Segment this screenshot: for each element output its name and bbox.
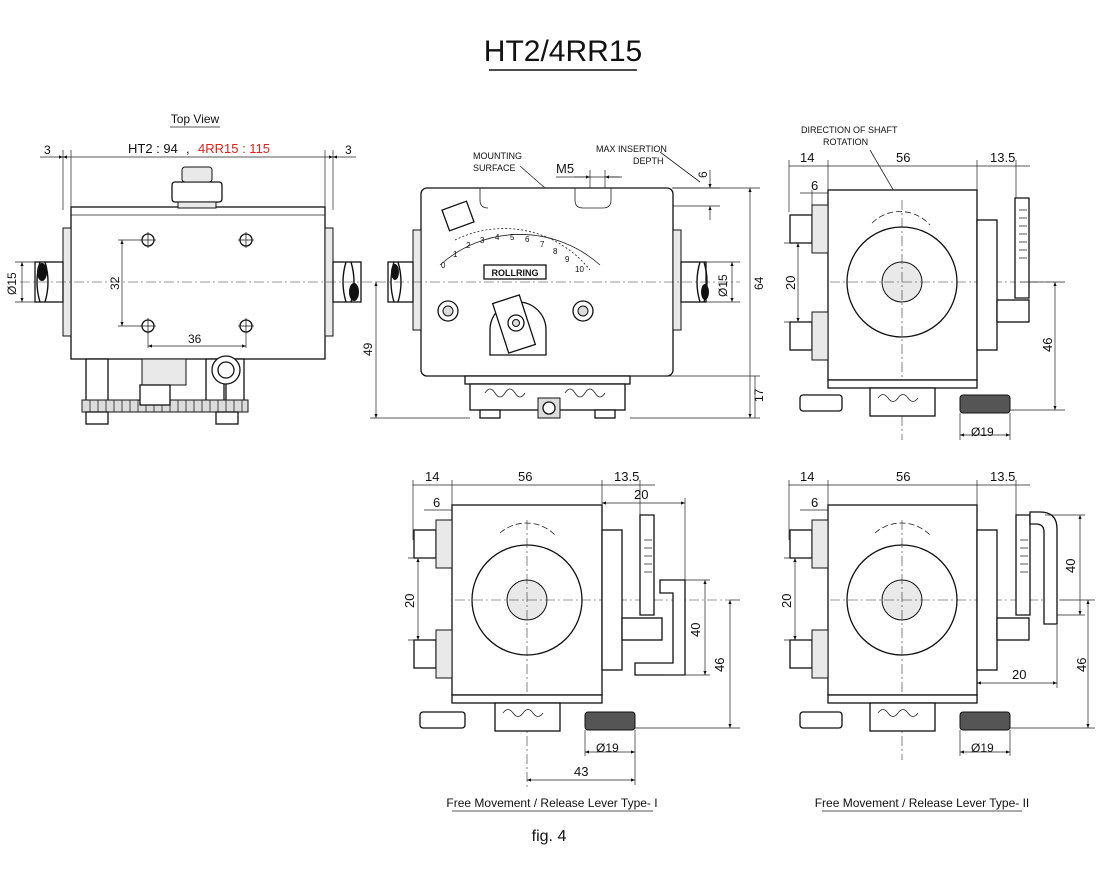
lever-type-1-view: 14 56 13.5 20 6 20 40 [402, 469, 740, 812]
lt2-dim-20-bottom: 20 [1012, 667, 1026, 682]
side-view: DIRECTION OF SHAFT ROTATION 14 56 13.5 6… [783, 125, 1065, 440]
scale-dial: 0 1 2 3 4 5 6 7 8 9 10 [439, 200, 601, 274]
drawing-title: HT2/4RR15 [484, 35, 642, 68]
lt2-dim-13-5: 13.5 [990, 469, 1015, 484]
scale-6: 6 [525, 235, 530, 244]
lt1-dim-13-5: 13.5 [614, 469, 639, 484]
base-height-17: 17 [752, 388, 766, 402]
lt1-dim-46: 46 [712, 658, 727, 672]
lt1-dim-14: 14 [425, 469, 439, 484]
lt1-dim-6: 6 [433, 495, 440, 510]
lt2-dim-20-left: 20 [779, 594, 794, 608]
length-comma: , [186, 141, 190, 156]
front-view: MOUNTING SURFACE M5 MAX INSERTION DEPTH … [361, 144, 766, 419]
scale-1: 1 [453, 250, 458, 259]
scale-9: 9 [565, 255, 570, 264]
max-insertion-1: MAX INSERTION [596, 144, 667, 154]
top-knob [171, 181, 223, 203]
hole-spacing-32: 32 [108, 276, 122, 290]
scale-7: 7 [540, 240, 545, 249]
lt1-dim-40: 40 [688, 623, 703, 637]
length-4rr15: 4RR15 : 115 [198, 141, 270, 156]
max-insertion-2: DEPTH [633, 156, 664, 166]
scale-2: 2 [466, 241, 471, 250]
lt2-dim-19: Ø19 [971, 741, 994, 755]
lever-type-2-view: 14 56 13.5 6 20 40 20 [779, 469, 1095, 812]
dim-right-3: 3 [345, 143, 352, 157]
top-view-release-mechanism [81, 355, 249, 425]
side-dim-13-5: 13.5 [990, 150, 1015, 165]
top-view-heading: Top View [171, 112, 220, 126]
scale-4: 4 [495, 233, 500, 242]
side-dim-56: 56 [896, 150, 910, 165]
lt1-dim-20-top: 20 [634, 487, 648, 502]
shaft-height-49: 49 [361, 342, 375, 356]
scale-3: 3 [480, 236, 485, 245]
lt1-dim-56: 56 [518, 469, 532, 484]
scale-8: 8 [553, 247, 558, 256]
front-base-mechanism [464, 375, 631, 419]
mounting-surface-label-2: SURFACE [473, 163, 516, 173]
lt2-dim-14: 14 [800, 469, 814, 484]
top-view: Top View 3 3 HT2 : 94 , 4RR15 : 115 Ø15 [5, 112, 378, 425]
side-dim-14: 14 [800, 150, 814, 165]
lt1-dim-20-left: 20 [402, 594, 417, 608]
brand-plate [483, 264, 547, 280]
hole-spacing-36: 36 [188, 332, 202, 346]
depth-6: 6 [696, 171, 710, 178]
lt2-dim-40: 40 [1063, 559, 1078, 573]
lt1-dim-43: 43 [574, 764, 588, 779]
dim-left-3: 3 [44, 143, 51, 157]
lt2-dim-46: 46 [1074, 658, 1089, 672]
side-dim-20: 20 [783, 276, 798, 290]
lt1-dim-19: Ø19 [596, 741, 619, 755]
side-dim-19: Ø19 [971, 425, 994, 439]
scale-0: 0 [441, 261, 446, 270]
scale-10: 10 [575, 265, 584, 274]
height-64: 64 [752, 276, 766, 290]
brand-name: ROLLRING [492, 268, 539, 278]
lt2-dim-6: 6 [811, 495, 818, 510]
lever-type-2-caption: Free Movement / Release Lever Type- II [815, 796, 1030, 810]
thread-m5: M5 [556, 161, 574, 176]
lt2-dim-56: 56 [896, 469, 910, 484]
rotation-label-1: DIRECTION OF SHAFT [801, 125, 898, 135]
length-ht2: HT2 : 94 [128, 141, 178, 156]
figure-caption: fig. 4 [532, 828, 567, 845]
side-dim-46: 46 [1040, 338, 1055, 352]
rotation-label-2: ROTATION [823, 137, 868, 147]
scale-5: 5 [510, 233, 515, 242]
side-dim-6: 6 [811, 178, 818, 193]
lever-type-1-caption: Free Movement / Release Lever Type- I [446, 796, 657, 810]
mounting-surface-label-1: MOUNTING [473, 151, 522, 161]
front-shaft-dia: Ø15 [716, 274, 730, 297]
mounting-holes [140, 232, 254, 334]
top-shaft-dia: Ø15 [5, 272, 19, 295]
